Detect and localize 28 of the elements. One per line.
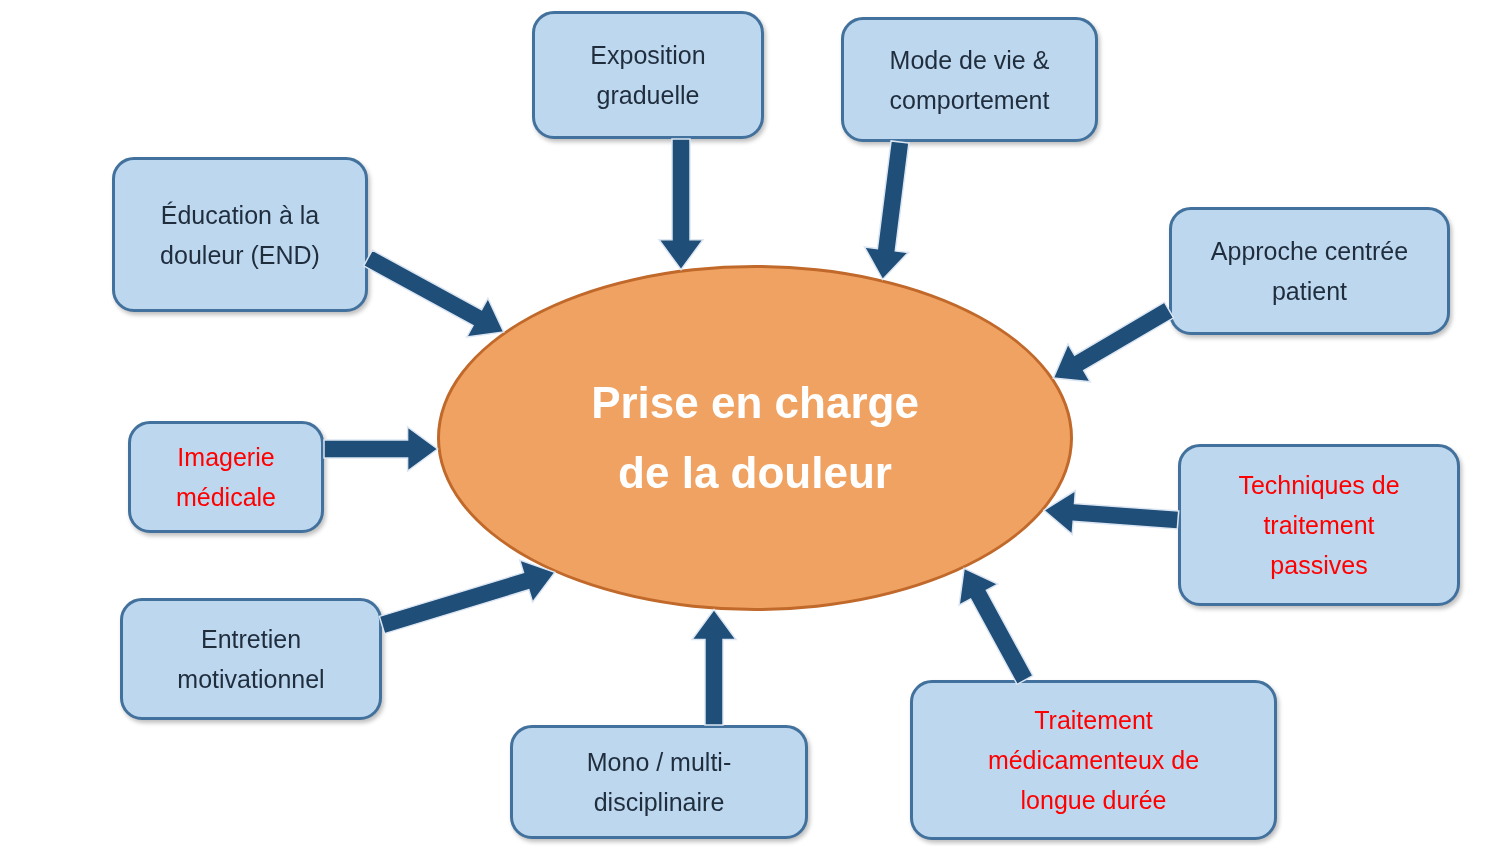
topic-label: Imagerie médicale xyxy=(174,442,278,513)
topic-label: Mono / multi-disciplinaire xyxy=(585,747,733,818)
block-arrow xyxy=(1052,301,1175,383)
block-arrow xyxy=(863,140,910,281)
topic-box xyxy=(841,17,1098,142)
topic-box xyxy=(1169,207,1450,335)
topic-label: Entretien motivationnel xyxy=(176,624,326,695)
block-arrow xyxy=(362,249,505,338)
topic-box xyxy=(128,421,324,533)
topic-box xyxy=(120,598,382,720)
topic-box xyxy=(532,11,764,139)
block-arrow xyxy=(958,567,1034,686)
topic-label: Techniques de traitement passives xyxy=(1237,470,1401,581)
topic-label: Mode de vie & comportement xyxy=(888,44,1051,116)
central-title: Prise en charge de la douleur xyxy=(590,376,920,499)
block-arrow xyxy=(378,558,557,635)
topic-label: Traitement médicamenteux de longue durée xyxy=(986,705,1201,816)
topic-box xyxy=(910,680,1277,840)
topic-label: Approche centrée patient xyxy=(1209,236,1410,307)
topic-box xyxy=(1178,444,1460,606)
topic-box xyxy=(510,725,808,839)
block-arrow xyxy=(1042,489,1180,536)
block-arrow xyxy=(323,425,439,473)
block-arrow xyxy=(690,608,738,726)
block-arrow xyxy=(657,138,705,271)
topic-label: Exposition graduelle xyxy=(589,40,707,111)
topic-label: Éducation à la douleur (END) xyxy=(159,199,321,271)
topic-box xyxy=(112,157,368,312)
